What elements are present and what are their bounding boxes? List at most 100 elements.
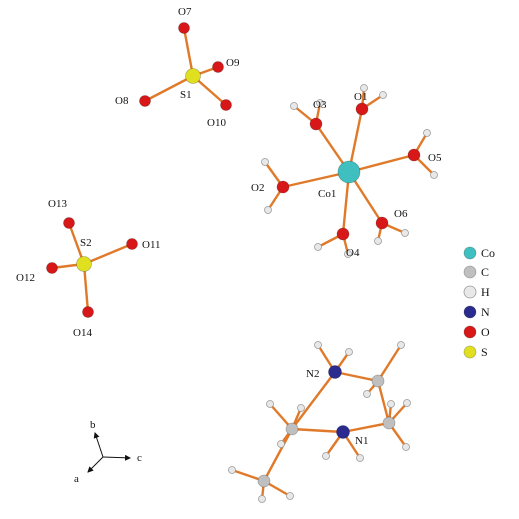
atom-h4a [314,243,322,251]
atom-he [403,399,411,407]
label-O6: O6 [394,208,408,220]
bond-s1-o8 [143,74,195,103]
label-O1: O1 [354,91,367,103]
atom-label-layer: O7 O9 S1 O8 O10 O3 O1 O5 O2 Co1 O6 O4 O1… [16,6,442,447]
atom-h3b [316,99,324,107]
axis-b-arrow [93,432,104,458]
atom-hb [345,348,353,356]
atom-n1 [336,425,350,439]
legend-label-h: H [481,285,490,299]
atom-h6b [374,237,382,245]
bond-layer [50,26,436,501]
atom-o2 [276,180,290,194]
atom-hn [356,454,364,462]
label-O5: O5 [428,152,442,164]
legend-label-n: N [481,305,490,319]
label-O2: O2 [251,182,264,194]
legend-label-co: Co [481,246,495,260]
atom-o13 [63,217,75,229]
atom-c2 [382,416,396,430]
atom-o4 [336,227,350,241]
atom-hg [402,443,410,451]
axis-c-arrow [102,454,131,461]
label-O4: O4 [346,247,360,259]
atom-o1 [355,102,369,116]
atom-layer [46,22,438,503]
label-N2: N2 [306,368,319,380]
atom-h3a [290,102,298,110]
label-O7: O7 [178,6,192,18]
atom-o3 [309,117,323,131]
atom-h5b [430,171,438,179]
label-O9: O9 [226,57,240,69]
label-O12: O12 [16,272,35,284]
crystal-axes: b c a [74,419,142,485]
label-O8: O8 [115,95,129,107]
bond-s1-o7 [182,26,195,78]
label-O3: O3 [313,99,327,111]
atom-hi [297,404,305,412]
label-Co1: Co1 [318,188,336,200]
atom-hd [363,390,371,398]
label-O14: O14 [73,327,92,339]
legend-label-s: S [481,345,488,359]
atom-hm [258,495,266,503]
bond-c1-hc [376,343,403,383]
bond-n1-c3 [290,427,345,434]
bond-c3-c4 [262,427,294,483]
bond-co1-o5 [347,153,416,174]
legend-swatch-s [463,345,477,359]
bond-c3-n2 [290,370,337,431]
axis-c-label: c [137,452,142,464]
bond-s2-o11 [82,242,134,266]
atom-o9 [212,61,224,73]
atom-c1 [371,374,385,388]
element-legend: Co C H N O S [463,246,495,359]
atom-s2 [76,256,92,272]
legend-label-c: C [481,265,489,279]
atom-hl [286,492,294,500]
atom-s1 [185,68,201,84]
atom-o14 [82,306,94,318]
label-O10: O10 [207,117,226,129]
legend-swatch-c [463,265,477,279]
axis-a-arrow [87,456,104,473]
atom-hk [228,466,236,474]
legend-label-o: O [481,325,490,339]
atom-co1 [337,160,361,184]
atom-h1a [379,91,387,99]
label-S2: S2 [80,237,92,249]
atom-o5 [407,148,421,162]
legend-swatch-o [463,325,477,339]
atom-o7 [178,22,190,34]
atom-hh [266,400,274,408]
atom-hf [387,400,395,408]
atom-hj [277,440,285,448]
atom-ho [322,452,330,460]
atom-c4 [257,474,271,488]
atom-o8 [139,95,151,107]
bond-n2-c1 [333,370,380,383]
atom-hc [397,341,405,349]
atom-h6a [401,229,409,237]
bond-s2-o14 [82,262,90,314]
atom-h1b [360,84,368,92]
label-N1: N1 [355,435,368,447]
label-S1: S1 [180,89,192,101]
label-O11: O11 [142,239,161,251]
label-O13: O13 [48,198,67,210]
legend-swatch-n [463,305,477,319]
atom-h2a [261,158,269,166]
bond-co1-o2 [281,170,351,189]
bond-c2-n1 [341,421,391,434]
atom-o6 [375,216,389,230]
atom-o11 [126,238,138,250]
atom-ha [314,341,322,349]
atom-n2 [328,365,342,379]
axis-a-label: a [74,473,79,485]
atom-o10 [220,99,232,111]
atom-o12 [46,262,58,274]
bond-c1-c2 [376,379,391,425]
